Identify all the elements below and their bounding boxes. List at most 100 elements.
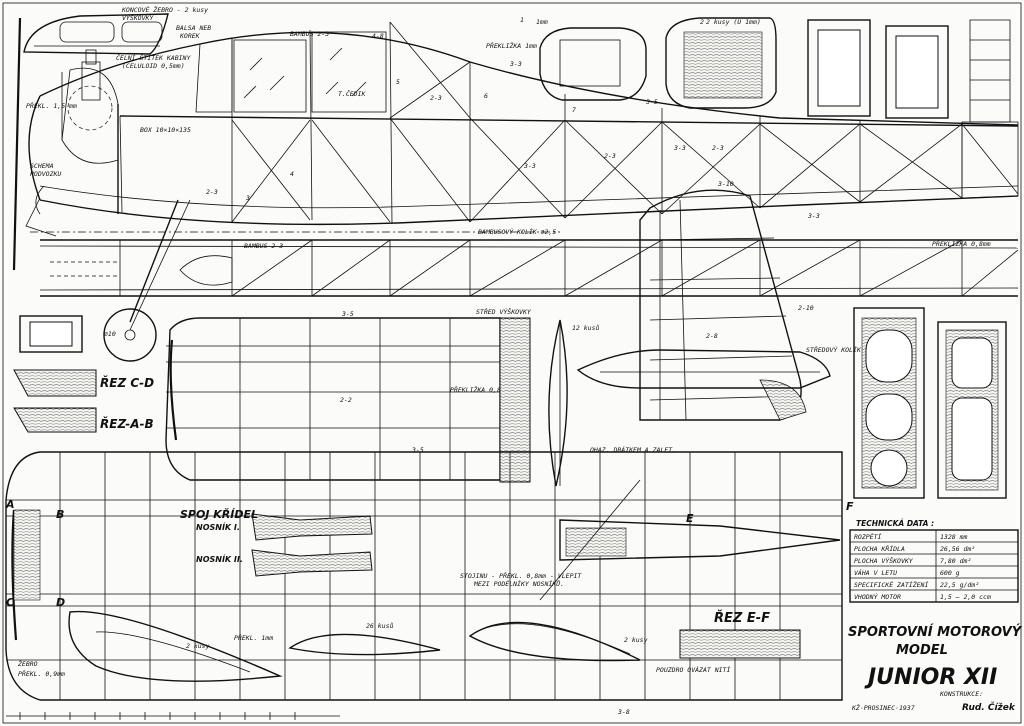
label-26-kusu: 26 kusů [366,622,393,630]
label-tedik: T.ČEDIK [338,89,366,98]
model-name: JUNIOR XII [864,665,997,690]
label-rez-ab: ŘEZ-A-B [100,416,154,431]
dim-3-3-d: 3-3 [807,212,820,220]
label-prekl-1mm: PŘEKLIŽKA 1mm [486,41,537,50]
dim-2-3-c: 2-3 [712,144,724,152]
label-celuloid: (CELULOID 0,5mm) [122,62,185,70]
dim-phi-10: ∅10 [104,330,116,338]
konstrukce-label: KONSTRUKCE: [939,690,983,698]
dim-3-8: 3-8 [617,708,630,716]
label-konc-zebro: KONCOVÉ ŽEBRO - 2 kusy [121,5,208,14]
callout-6: 6 [484,92,488,100]
tech-data-table [849,529,1019,603]
label-2kusy-top: 2 kusy (U 1mm) [706,18,761,26]
dim-2-3-a: 2-3 [430,94,442,102]
dim-2-3-d: 2-3 [206,188,218,196]
label-bambus-top: BAMBUS 2-3 [290,30,329,38]
callout-3: 3 [245,194,250,202]
section-letter-f: F [846,500,854,513]
fuselage-top-view [39,239,1019,297]
dim-2-2: 2-2 [340,396,352,404]
tech-row-label: PLOCHA KŘÍDLA [854,544,905,553]
dim-2-10: 2-10 [798,304,814,312]
callout-4: 4 [290,170,294,178]
dim-3-5-c: 3-5 [411,446,424,454]
section-letter-a: A [5,498,15,511]
dim-3-3-b: 3-3 [523,162,536,170]
tech-row-label: VÁHA V LETU [854,568,897,577]
label-stred-vyskovky: STŘED VÝŠKOVKY [476,307,532,316]
label-vyskovky: VÝŠKOVKY [122,13,154,22]
title-line-1: SPORTOVNÍ MOTOROVÝ [848,624,1023,640]
annotation-labels: KONCOVÉ ŽEBRO - 2 kusy VÝŠKOVKY BALSA NE… [5,5,991,716]
tech-row-value: 1,5 – 2,0 ccm [940,593,991,601]
callout-1: 1 [520,16,524,24]
dim-3-5-a: 3-5 [645,98,658,106]
label-korek: KOREK [179,32,201,40]
section-letter-b: B [56,508,64,521]
formers-top-right [539,17,1011,123]
tech-row-label: PLOCHA VÝŠKOVKY [854,556,914,565]
tech-heading: TECHNICKÁ DATA : [856,519,934,528]
section-boxes [13,315,97,433]
section-letter-e: E [686,512,694,525]
tech-row-label: VHODNÝ MOTOR [854,592,901,601]
dim-2-3-b: 2-3 [604,152,616,160]
label-balsa: BALSA NEB [176,24,211,32]
spar-joint-detail [251,513,373,577]
label-stojinu-2: MEZI PODÉLNÍKY NOSNÍKŮ. [473,579,564,588]
label-prekl-15: PŘEKL. 1,5 mm [26,101,77,110]
dim-3-5-b: 3-5 [341,310,354,318]
label-prekl-08-mid: PŘEKLIŽKA 0,8 [450,385,501,394]
label-celni: ČELNÍ ŠTÍTEK KABINY [116,53,191,62]
airfoil-ribs [68,610,641,682]
label-12-kusu: 12 kusů [572,324,599,332]
label-pouzdro: POUZDRO OVÁZAT NITÍ [656,665,730,674]
tech-row-value: 26,56 dm² [940,545,975,553]
label-stojinu-1: STOJINU - PŘEKL. 0,8mm - VLEPIT [460,571,582,580]
tech-data-text: TECHNICKÁ DATA : ROZPĚTÍ 1328 mm PLOCHA … [854,519,991,601]
label-2kusy-a: 2 kusy [186,642,210,650]
callout-2: 2 [700,18,704,26]
tech-row-value: 600 g [940,569,960,577]
section-e-f [539,479,841,659]
label-prekl-09: PŘEKL. 0,9mm [18,669,65,678]
title-line-2: MODEL [896,643,948,658]
label-nosnik-2: NOSNÍK II. [196,553,243,564]
label-prekl-1a: PŘEKL. 1mm [234,633,273,642]
label-rez-cd: ŘEZ C-D [100,375,154,390]
label-bambus-kolik: BAMBUSOVÝ KOLÍK ∅2,5 [478,227,556,236]
label-box: BOX 10×10×135 [140,126,191,134]
tech-row-label: SPECIFICKÉ ZATÍŽENÍ [854,580,928,589]
dim-3-3-c: 3-3 [673,144,686,152]
dim-3-10: 3-10 [717,180,734,188]
wheel [103,308,157,362]
label-schema: SCHEMA [30,162,54,170]
tech-row-value: 1328 mm [940,533,967,541]
dim-3-3-a: 3-3 [509,60,522,68]
title-block: SPORTOVNÍ MOTOROVÝ MODEL JUNIOR XII KONS… [848,624,1023,713]
label-podvozku: PODVOZKU [30,170,61,178]
tech-row-label: ROZPĚTÍ [854,532,881,541]
label-nosnik-1: NOSNÍK I. [196,521,240,532]
dim-2-8: 2-8 [706,332,718,340]
label-spoj-kridel: SPOJ KŘÍDEL [180,507,258,521]
wing-top-view [165,317,568,487]
tail-fin [576,189,831,421]
label-bambus-mid: BAMBUS 2-3 [244,242,283,250]
label-rez-ef: ŘEZ E-F [714,610,770,626]
date-credit: KŽ·PROSINEC·1937 [851,703,915,712]
wing-plan [5,451,843,720]
label-prekl-08-right: PŘEKLIŽKA 0,8mm [932,239,991,248]
label-ohaz: OHAZ. DRÁTKEM A ZALET. [590,445,676,454]
callout-7: 7 [572,106,576,114]
tech-row-value: 7,80 dm² [940,557,971,565]
label-stredovy-kolik: STŘEDOVÝ KOLÍK [806,345,862,354]
label-zebro: ŽEBRO [17,659,38,668]
dim-4-8: 4-8 [372,32,384,40]
propeller [12,17,22,271]
designer-signature: Rud. Čížek [962,702,1016,713]
